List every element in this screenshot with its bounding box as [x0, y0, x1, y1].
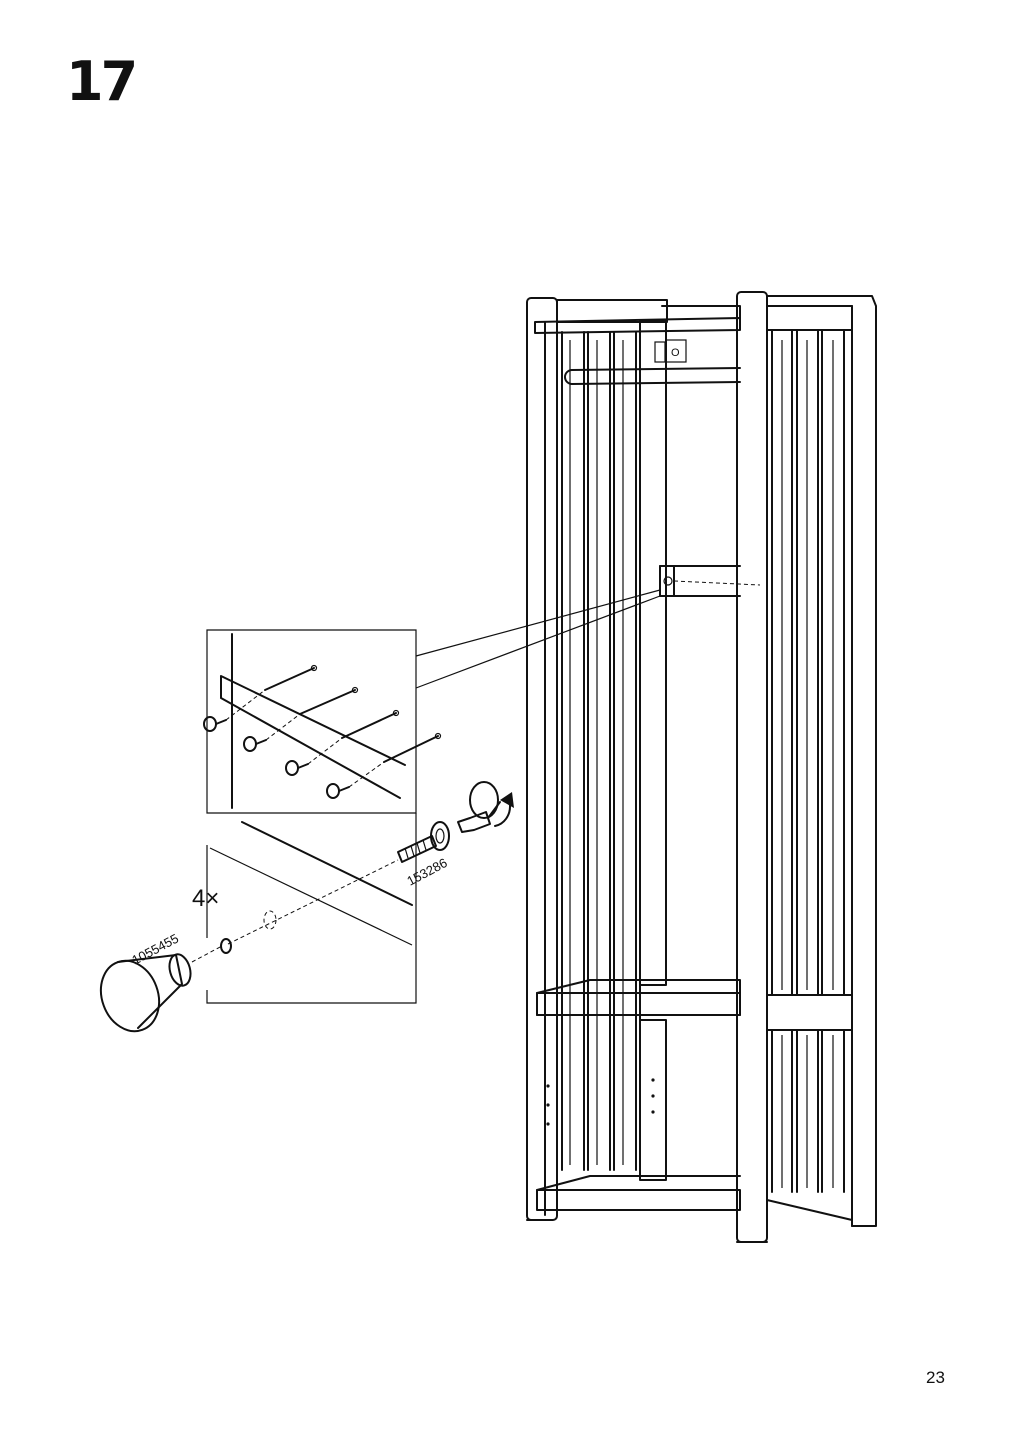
screwdriver-rotate-icon [457, 781, 514, 833]
cam-lock-screws [203, 664, 442, 799]
wardrobe-frame: O [526, 291, 877, 1243]
quantity-label: 4× [192, 885, 219, 912]
detail-box [203, 629, 442, 1004]
screw-part-number: 153286 [404, 855, 449, 889]
svg-text:O: O [671, 347, 680, 359]
knob-part [99, 945, 223, 1033]
step-number: 17 [66, 50, 138, 113]
bolt-part [397, 821, 450, 863]
page-number: 23 [926, 1368, 945, 1387]
callout-leader-lines [415, 589, 661, 689]
knob-part-number: 1055455 [129, 931, 181, 968]
